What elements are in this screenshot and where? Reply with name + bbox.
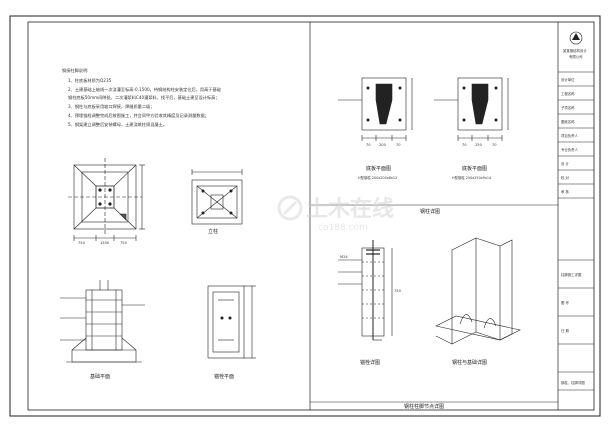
- stiffener-detail: [435, 237, 521, 345]
- bp2-dim-1: 70: [462, 143, 467, 147]
- svg-text:5、钢架建立调整后安装螺母，土建浇筑柱周混凝土。: 5、钢架建立调整后安装螺母，土建浇筑柱周混凝土。: [68, 121, 167, 128]
- caption-bolt: 锚栓详图: [360, 359, 380, 366]
- tb-row-7: 设 计: [561, 161, 569, 166]
- bp2-dim-2: 250: [475, 143, 483, 147]
- column-section: [191, 169, 243, 225]
- svg-text:1、柱底板材质为Q235: 1、柱底板材质为Q235: [68, 77, 112, 84]
- caption-bp1: 底板平面图: [366, 165, 391, 172]
- tb-row-10: 柱脚施工详图: [561, 272, 582, 277]
- title-block: [558, 71, 594, 391]
- tb-row-4: 图纸名称: [561, 119, 575, 124]
- foundation-section: [60, 280, 145, 363]
- watermark-sub: co188.com: [318, 223, 368, 233]
- tb-row-3: 子项名称: [561, 105, 575, 110]
- tb-row-2: 工程名称: [561, 91, 575, 96]
- caption-bp2-spec: H型钢柱 250x250x9x14: [452, 175, 491, 180]
- watermark-main: 土木在线: [306, 196, 394, 222]
- anchor-section: [207, 285, 256, 359]
- caption-stiffener: 钢柱与基础详图: [452, 359, 487, 366]
- caption-section-rule: 钢柱详图: [420, 208, 440, 215]
- plan-dim-1: 750: [78, 241, 86, 245]
- tb-row-13: 钢柱、柱脚详图: [561, 380, 585, 385]
- tb-row-11: 图 号: [561, 300, 569, 305]
- tb-row-6: 专业负责人: [561, 147, 579, 152]
- svg-text:4、预埋锚栓调整完成后按图施工，并会同甲方验收其精度及记录测: 4、预埋锚栓调整完成后按图施工，并会同甲方验收其精度及记录测量数据；: [68, 112, 209, 119]
- caption-bottom: 钢柱柱脚节点详图: [404, 403, 444, 410]
- bp1-dim-3: 70: [396, 143, 401, 147]
- tb-row-1: 设计单位: [561, 77, 575, 82]
- bolt-dim-2: 750: [394, 289, 402, 293]
- tb-row-12: 日 期: [561, 328, 569, 333]
- general-notes: 钢接柱脚说明: 1、柱底板材质为Q235 2、土建基础上轴线一次浇灌至标高-0.…: [62, 67, 221, 128]
- bolt-detail: [338, 240, 393, 341]
- bp1-dim-1: 70: [366, 143, 371, 147]
- caption-foundation: 基础平面: [90, 373, 110, 380]
- tb-row-8: 校 对: [561, 175, 569, 180]
- footing-plan: [68, 158, 145, 241]
- plan-dim-2: 1500: [100, 241, 110, 245]
- tb-row-9: 审 核: [561, 189, 569, 194]
- company-line-2: 有限公司: [569, 54, 583, 59]
- bp1-dim-2: 200: [379, 143, 387, 147]
- svg-text:钢接柱脚说明:: 钢接柱脚说明:: [62, 67, 89, 74]
- base-plate-2: [434, 77, 509, 141]
- inner-border: [27, 21, 595, 411]
- caption-column: 立柱: [208, 228, 218, 235]
- svg-text:3、钢柱与底板采用坡口焊接，焊缝质量二级；: 3、钢柱与底板采用坡口焊接，焊缝质量二级；: [68, 103, 154, 110]
- svg-text:2、土建基础上轴线一次浇灌至标高-0.1500，待钢结构柱安: 2、土建基础上轴线一次浇灌至标高-0.1500，待钢结构柱安装定位后，用高于基础: [68, 86, 221, 93]
- tb-row-5: 项目负责人: [561, 133, 579, 138]
- plan-dim-3: 750: [120, 241, 128, 245]
- caption-bp2: 底板平面图: [462, 165, 487, 172]
- company-line-1: 某某钢结构设计: [563, 48, 587, 53]
- title-logo: 某某钢结构设计 有限公司: [563, 31, 587, 59]
- bp2-dim-3: 70: [492, 143, 497, 147]
- caption-bp1-spec: H型钢柱 200x200x8x12: [358, 175, 397, 180]
- bolt-dim-1: M24: [340, 255, 348, 259]
- base-plate-1: [338, 77, 413, 141]
- watermark: 土木在线 co188.com: [277, 195, 394, 233]
- svg-text:钢柱底板50mm间隙处，二次灌浆料C40灌浆料，找平后，基础: 钢柱底板50mm间隙处，二次灌浆料C40灌浆料，找平后，基础土建至设计标高；: [68, 94, 220, 101]
- sheet-border: [9, 15, 601, 417]
- caption-anchor: 锚栓平面: [214, 373, 234, 380]
